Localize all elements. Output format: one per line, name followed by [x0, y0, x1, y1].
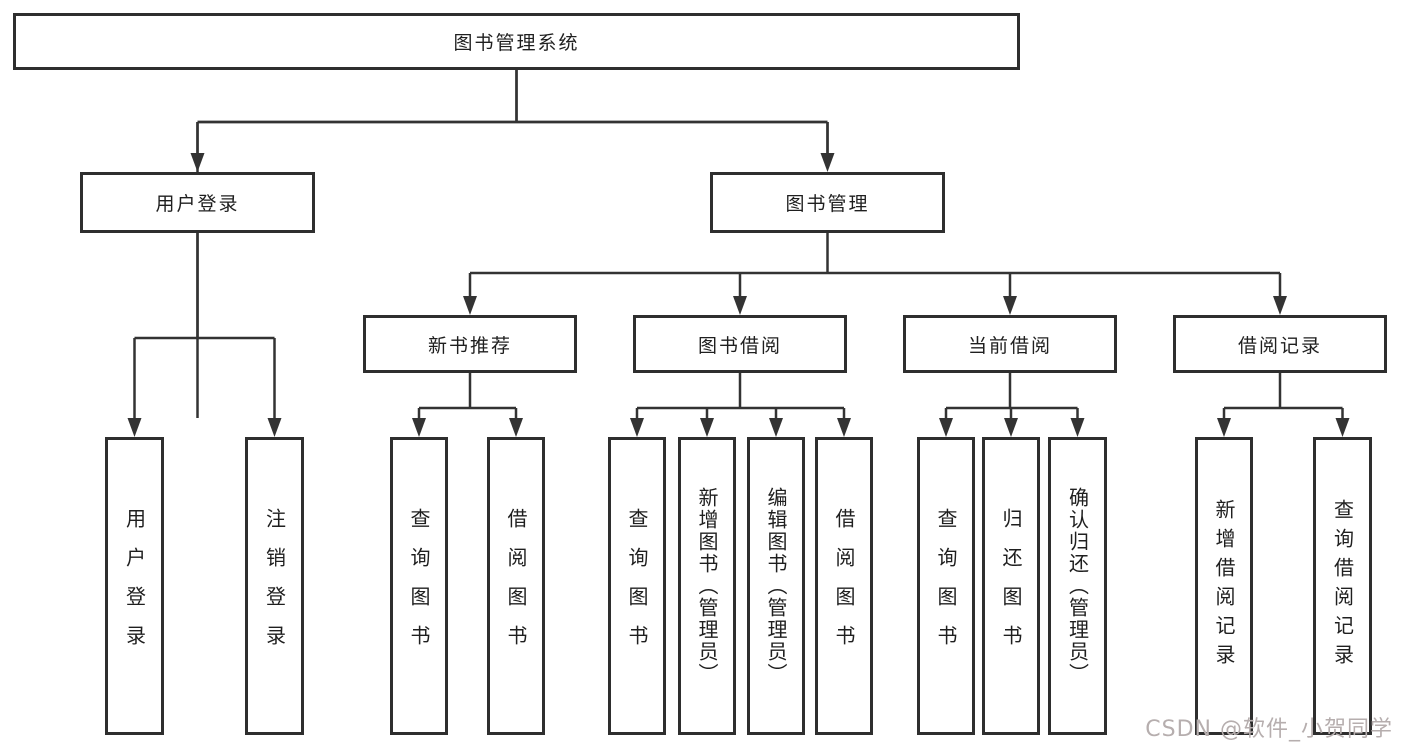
leaf-query-books-recommend: 查询图书 [390, 437, 448, 735]
leaf-query-books-borrow: 查询图书 [608, 437, 666, 735]
connector-user-login-to-leaves [127, 233, 282, 437]
leaf-label: 用户登录 [122, 508, 147, 664]
arrow-down-icon [267, 418, 282, 437]
leaf-label: 查询图书 [625, 508, 649, 664]
leaf-add-borrow-record: 新增借阅记录 [1195, 437, 1253, 735]
leaf-label: 借阅图书 [504, 508, 528, 664]
node-root: 图书管理系统 [13, 13, 1020, 70]
arrow-down-icon [1004, 418, 1018, 437]
arrow-down-icon [1070, 418, 1085, 437]
node-book-management: 图书管理 [710, 172, 945, 233]
arrow-down-icon [700, 418, 714, 437]
leaf-label: 新增借阅记录 [1212, 499, 1236, 673]
arrow-down-icon [769, 418, 783, 437]
leaf-label: 查询借阅记录 [1330, 499, 1355, 673]
leaf-logout: 注销登录 [245, 437, 304, 735]
connector-book-borrow-to-leaves [630, 373, 851, 437]
arrow-down-icon [630, 418, 644, 437]
leaf-label: 查询图书 [934, 508, 958, 664]
leaf-label: 编辑图书（管理员） [764, 487, 788, 685]
arrow-down-icon [463, 296, 477, 315]
node-book-borrow: 图书借阅 [633, 315, 847, 373]
connector-new-book-to-leaves [412, 373, 523, 437]
arrow-down-icon [733, 296, 747, 315]
leaf-label: 查询图书 [407, 508, 431, 664]
connector-borrow-records-to-leaves [1217, 373, 1350, 437]
leaf-edit-book-admin: 编辑图书（管理员） [747, 437, 805, 735]
leaf-label: 归还图书 [999, 508, 1023, 664]
arrow-down-icon [127, 418, 142, 437]
leaf-borrow-books: 借阅图书 [815, 437, 873, 735]
arrow-down-icon [820, 153, 835, 172]
arrow-down-icon [412, 418, 426, 437]
leaf-user-login: 用户登录 [105, 437, 164, 735]
arrow-down-icon [1003, 296, 1017, 315]
connector-current-borrow-to-leaves [939, 373, 1085, 437]
leaf-return-book: 归还图书 [982, 437, 1040, 735]
connector-root-to-level2 [190, 70, 835, 418]
leaf-label: 新增图书（管理员） [695, 487, 719, 685]
arrow-down-icon [1217, 418, 1231, 437]
arrow-down-icon [837, 418, 851, 437]
arrow-down-icon [1335, 418, 1350, 437]
watermark: CSDN @软件_小贺同学 [1145, 717, 1393, 742]
node-borrow-records: 借阅记录 [1173, 315, 1387, 373]
node-new-book-recommend: 新书推荐 [363, 315, 577, 373]
leaf-borrow-books-recommend: 借阅图书 [487, 437, 545, 735]
connector-book-management-to-level3 [463, 233, 1287, 315]
arrow-down-icon [1273, 296, 1287, 315]
leaf-label: 确认归还（管理员） [1065, 487, 1090, 685]
node-current-borrow: 当前借阅 [903, 315, 1117, 373]
leaf-query-borrow-record: 查询借阅记录 [1313, 437, 1372, 735]
arrow-down-icon [509, 418, 523, 437]
leaf-query-books-current: 查询图书 [917, 437, 975, 735]
leaf-confirm-return-admin: 确认归还（管理员） [1048, 437, 1107, 735]
node-user-login: 用户登录 [80, 172, 315, 233]
arrow-down-icon [939, 418, 953, 437]
leaf-add-book-admin: 新增图书（管理员） [678, 437, 736, 735]
leaf-label: 注销登录 [262, 508, 287, 664]
leaf-label: 借阅图书 [832, 508, 856, 664]
arrow-down-icon [190, 153, 205, 172]
